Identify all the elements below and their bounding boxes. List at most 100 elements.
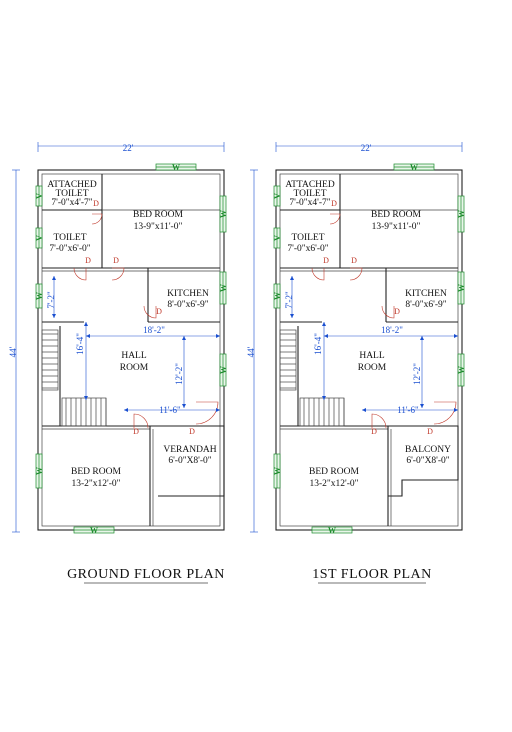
overall-width-label: 22' [361,143,372,153]
dim-hall-lower-arrow-start [362,408,366,412]
window-label: W [273,292,282,300]
door-toilet [73,267,87,281]
dim-hall-width-arrow-end [454,334,458,338]
toilet-label-line-1: 7'-0"x6'-0" [287,244,328,254]
internal-dimensions: 7'-2"16'-4"18'-2"12'-2"11'-6" [284,276,458,415]
balcony-outline [388,425,459,497]
front-space-label-line-0: BALCONY [405,445,451,455]
stair-flight-1 [279,329,297,391]
internal-dimensions: 7'-2"16'-4"18'-2"12'-2"11'-6" [46,276,220,415]
plan-title: 1ST FLOOR PLAN [312,567,432,582]
bottom-bedroom-label-line-0: BED ROOM [71,467,121,477]
window-label: W [35,467,44,475]
door-front [433,401,457,425]
door-bed-bottom [371,413,387,429]
bottom-bedroom-label-line-0: BED ROOM [309,467,359,477]
attached-toilet-label-line-0: ATTACHED [47,180,97,190]
hall-label-line-0: HALL [121,351,147,361]
bottom-bedroom-label-line-1: 13-2"x12'-0" [71,479,120,489]
toilet-label-line-1: 7'-0"x6'-0" [49,244,90,254]
front-space-label-line-1: 6'-0"X8'-0" [406,456,449,466]
door-mark: D [323,256,329,265]
dim-sixteen-four-arrow-start [84,322,88,326]
window-label: W [219,210,228,218]
window-label: W [457,210,466,218]
door-mark: D [85,256,91,265]
bottom-bedroom-label-line-1: 13-2"x12'-0" [309,479,358,489]
dim-hall-vertical-label: 12'-2" [412,363,422,385]
attached-toilet-label-line-2: 7'-0"x4'-7" [289,198,330,208]
door-bedroom [111,267,125,281]
dim-hall-lower-label: 11'-6" [159,405,181,415]
front-space-label-line-0: VERANDAH [163,445,216,455]
walls [275,169,463,531]
dim-seven-two-arrow-end [52,314,56,318]
top-bedroom-label-line-1: 13-9"x11'-0" [372,222,421,232]
dim-hall-width-arrow-start [86,334,90,338]
window-label: W [219,366,228,374]
window-label: W [457,366,466,374]
toilet-label-line-0: TOILET [291,233,324,243]
dim-hall-vertical-arrow-end [182,404,186,408]
kitchen-label-line-0: KITCHEN [405,289,447,299]
door-mark: D [331,199,337,208]
window-label: W [328,526,336,535]
dim-hall-lower-arrow-end [216,408,220,412]
staircase [279,326,345,427]
dim-hall-vertical-arrow-end [420,404,424,408]
overall-dimensions: 22'44' [246,142,463,533]
doors: D D D D D D [311,199,457,436]
door-mark: D [133,427,139,436]
overall-dimensions: 22'44' [8,142,225,533]
dim-sixteen-four-label: 16'-4" [313,333,323,355]
door-mark: D [371,427,377,436]
dim-sixteen-four-label: 16'-4" [75,333,85,355]
overall-width-label: 22' [123,143,134,153]
attached-toilet-label-line-0: ATTACHED [285,180,335,190]
dim-sixteen-four-arrow-start [322,322,326,326]
door-bedroom [349,267,363,281]
door-attached-toilet [329,213,341,225]
window-label: V [273,193,282,199]
staircase [41,326,107,427]
outer-wall-inner [41,173,221,527]
hall-label-line-0: HALL [359,351,385,361]
stair-flight-1 [41,329,59,391]
outer-wall [37,169,225,531]
dim-hall-lower-arrow-start [124,408,128,412]
dim-hall-width-label: 18'-2" [381,325,403,335]
dim-sixteen-four-arrow-end [84,396,88,400]
toilet-label-line-0: TOILET [53,233,86,243]
window-label: W [90,526,98,535]
dim-hall-lower-arrow-end [454,408,458,412]
window-label: V [273,235,282,241]
window-label: W [219,284,228,292]
window-label: W [273,467,282,475]
dim-seven-two-label: 7'-2" [46,291,56,309]
dim-seven-two-arrow-end [290,314,294,318]
door-mark: D [394,307,400,316]
plan-title: GROUND FLOOR PLAN [67,567,225,582]
attached-toilet-label-line-2: 7'-0"x4'-7" [51,198,92,208]
door-bed-bottom [133,413,149,429]
outer-wall [275,169,463,531]
verandah-outline [150,425,225,497]
door-mark: D [351,256,357,265]
attached-toilet-label-line-1: TOILET [293,189,326,199]
dim-hall-width-arrow-start [324,334,328,338]
top-bedroom-label-line-0: BED ROOM [133,210,183,220]
window-label: V [35,235,44,241]
dim-hall-vertical-arrow-start [420,336,424,340]
dim-hall-lower-label: 11'-6" [397,405,419,415]
door-mark: D [427,427,433,436]
hall-label-line-1: ROOM [358,363,387,373]
door-kitchen [143,305,157,319]
dim-hall-vertical-label: 12'-2" [174,363,184,385]
